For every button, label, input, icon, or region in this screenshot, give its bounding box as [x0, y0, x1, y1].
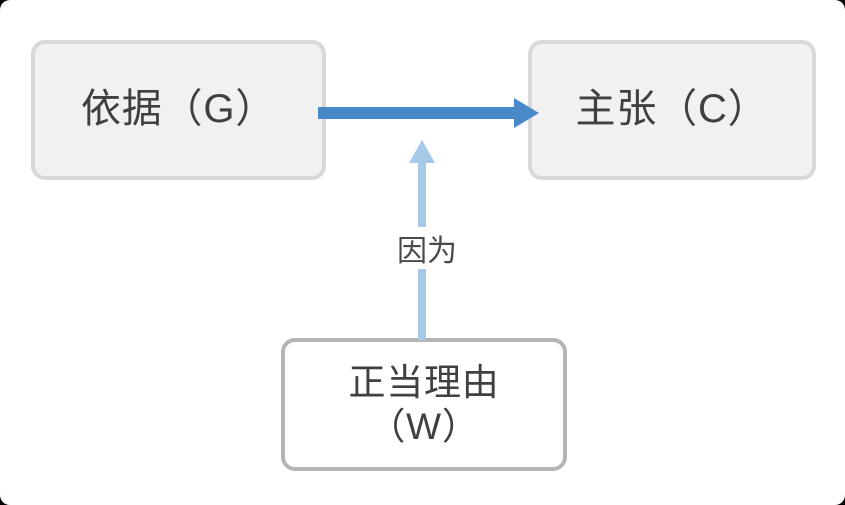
edge-label-because: 因为: [386, 227, 468, 269]
arrow-right-icon: [318, 98, 539, 128]
arrow-up-icon: [409, 140, 435, 232]
arrow-warrant-to-link-head[interactable]: [400, 137, 444, 232]
node-grounds[interactable]: 依据（G）: [31, 40, 326, 180]
node-warrant[interactable]: 正当理由 （W）: [281, 338, 567, 471]
arrow-grounds-to-claim[interactable]: [318, 96, 540, 130]
arrow-warrant-to-link-tail[interactable]: [418, 268, 426, 340]
node-claim[interactable]: 主张（C）: [528, 40, 816, 180]
